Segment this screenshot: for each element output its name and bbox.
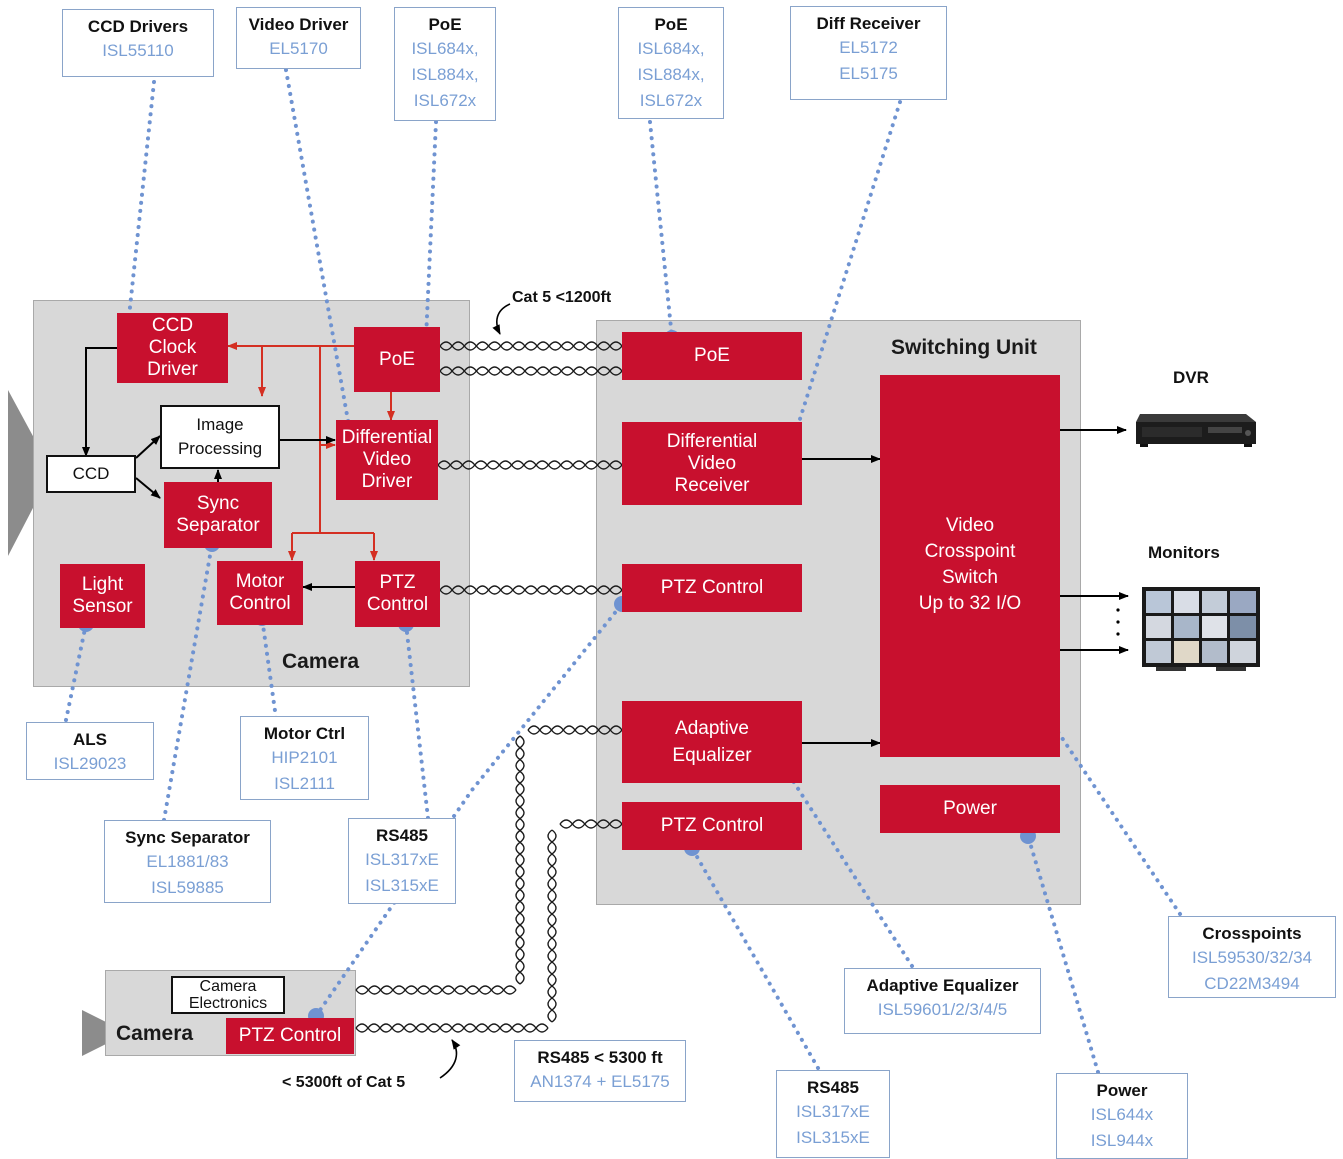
camera-electronics-block: Camera Electronics (171, 976, 285, 1014)
power-block: Power (880, 785, 1060, 833)
callout-parts: HIP2101 ISL2111 (271, 748, 338, 793)
adaptive-equalizer-block: Adaptive Equalizer (622, 701, 802, 783)
remote-ptz-control-block: PTZ Control (226, 1018, 354, 1054)
camera-label: Camera (282, 650, 360, 673)
callout-parts: ISL59530/32/34 CD22M3494 (1191, 948, 1313, 993)
differential-video-driver-block: Differential Video Driver (336, 420, 438, 500)
twisted-pair-cable (439, 341, 623, 351)
callout-parts: ISL317xE ISL315xE (796, 1102, 870, 1147)
cat5-5300ft-label: < 5300ft of Cat 5 (282, 1074, 406, 1091)
callout-title: CCD Drivers (87, 17, 189, 36)
callout-parts: ISL684x, ISL884x, ISL672x (411, 39, 479, 110)
poe-camera-callout: PoE ISL684x, ISL884x, ISL672x (394, 7, 496, 121)
callout-parts: ISL59601/2/3/4/5 (877, 1000, 1008, 1019)
dvr-label: DVR (1173, 368, 1209, 387)
rs485-switch-callout: RS485 ISL317xE ISL315xE (776, 1070, 890, 1158)
twisted-pair-cable (527, 725, 623, 735)
als-callout: ALS ISL29023 (26, 722, 154, 780)
twisted-pair-cable (437, 460, 623, 470)
sync-separator-callout: Sync Separator EL1881/83 ISL59885 (104, 820, 271, 903)
callout-title: Sync Separator (125, 828, 250, 847)
monitors-label: Monitors (1148, 543, 1220, 562)
twisted-pair-cable (547, 829, 557, 1023)
light-sensor-block: Light Sensor (60, 564, 145, 628)
lens-shape (8, 390, 34, 556)
image-processing-block: Image Processing (160, 405, 280, 469)
twisted-pair-cable (437, 460, 623, 470)
switch-ptz-control-2-block: PTZ Control (622, 802, 802, 850)
callout-title: Power (1096, 1081, 1148, 1100)
switching-unit-label: Switching Unit (891, 336, 1037, 359)
twisted-pair-cable (355, 985, 517, 995)
adaptive-equalizer-callout: Adaptive Equalizer ISL59601/2/3/4/5 (844, 968, 1041, 1034)
callout-title: RS485 (807, 1078, 859, 1097)
callout-parts: ISL317xE ISL315xE (365, 850, 439, 895)
differential-video-receiver-block: Differential Video Receiver (622, 422, 802, 505)
video-crosspoint-switch-block: Video Crosspoint Switch Up to 32 I/O (880, 375, 1060, 757)
ccd-drivers-callout: CCD Drivers ISL55110 (62, 9, 214, 77)
camera-ptz-control-block: PTZ Control (355, 561, 440, 627)
switch-ptz-control-block: PTZ Control (622, 564, 802, 612)
remote-lens-shape (82, 1010, 106, 1056)
callout-parts: EL1881/83 ISL59885 (146, 852, 229, 897)
callout-parts: EL5172 EL5175 (839, 38, 898, 83)
callout-parts: ISL29023 (53, 754, 127, 773)
camera-poe-block: PoE (354, 327, 440, 392)
callout-title: Crosspoints (1202, 924, 1302, 943)
motor-control-block: Motor Control (217, 561, 303, 625)
twisted-pair-cable (559, 819, 623, 829)
monitors-image (1142, 587, 1260, 671)
diff-receiver-callout: Diff Receiver EL5172 EL5175 (790, 6, 947, 100)
callout-title: RS485 (376, 826, 428, 845)
sync-separator-block: Sync Separator (164, 482, 272, 548)
dvr-image (1136, 414, 1256, 447)
twisted-pair-cable (439, 585, 623, 595)
twisted-pair-cable (439, 585, 623, 595)
callout-title: Motor Ctrl (263, 724, 346, 743)
callout-title: Video Driver (248, 15, 349, 34)
callout-parts: EL5170 (269, 39, 328, 58)
video-driver-callout: Video Driver EL5170 (236, 7, 361, 69)
callout-parts: ISL684x, ISL884x, ISL672x (637, 39, 705, 110)
callout-title: ALS (73, 730, 107, 749)
ccd-block: CCD (46, 455, 136, 493)
twisted-pair-cable (439, 341, 623, 351)
callout-title: Diff Receiver (816, 14, 921, 33)
cat5-1200ft-label: Cat 5 <1200ft (512, 289, 612, 306)
rs485-link-callout: RS485 < 5300 ft AN1374 + EL5175 (514, 1040, 686, 1102)
twisted-pair-cable (355, 985, 517, 995)
twisted-pair-cable (515, 735, 525, 985)
twisted-pair-cable (559, 819, 623, 829)
switch-poe-block: PoE (622, 332, 802, 380)
rs485-camera-callout: RS485 ISL317xE ISL315xE (348, 818, 456, 904)
remote-camera-label: Camera (116, 1022, 194, 1045)
motor-ctrl-callout: Motor Ctrl HIP2101 ISL2111 (240, 716, 369, 800)
twisted-pair-cable (515, 735, 525, 985)
callout-title: Adaptive Equalizer (866, 976, 1019, 995)
callout-parts: ISL644x ISL944x (1090, 1105, 1154, 1150)
poe-switch-callout: PoE ISL684x, ISL884x, ISL672x (618, 7, 724, 119)
callout-title: RS485 < 5300 ft (537, 1048, 663, 1067)
ccd-clock-driver-block: CCD Clock Driver (117, 313, 228, 383)
twisted-pair-cable (439, 366, 623, 376)
power-callout: Power ISL644x ISL944x (1056, 1073, 1188, 1159)
callout-title: PoE (428, 15, 462, 34)
twisted-pair-cable (439, 366, 623, 376)
crosspoints-callout: Crosspoints ISL59530/32/34 CD22M3494 (1168, 916, 1336, 998)
twisted-pair-cable (355, 1023, 549, 1033)
callout-parts: ISL55110 (102, 41, 174, 60)
callout-parts: AN1374 + EL5175 (530, 1072, 670, 1091)
callout-title: PoE (654, 15, 688, 34)
